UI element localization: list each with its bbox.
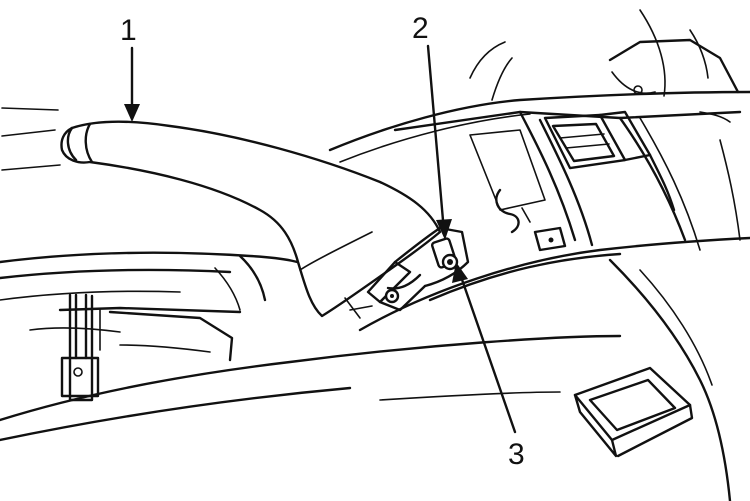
callout-numbers: 1 2 3	[120, 12, 525, 471]
center-console	[0, 110, 750, 501]
parking-brake-lever	[60, 120, 442, 318]
callout-3: 3	[508, 438, 525, 471]
callout-2: 2	[412, 12, 429, 45]
left-console-side	[0, 251, 317, 402]
callout-1: 1	[120, 14, 137, 47]
rear-pad-block	[573, 366, 694, 458]
console-vent	[543, 110, 652, 170]
brake-switch-assembly	[344, 226, 470, 319]
callout-leaders	[124, 44, 517, 434]
